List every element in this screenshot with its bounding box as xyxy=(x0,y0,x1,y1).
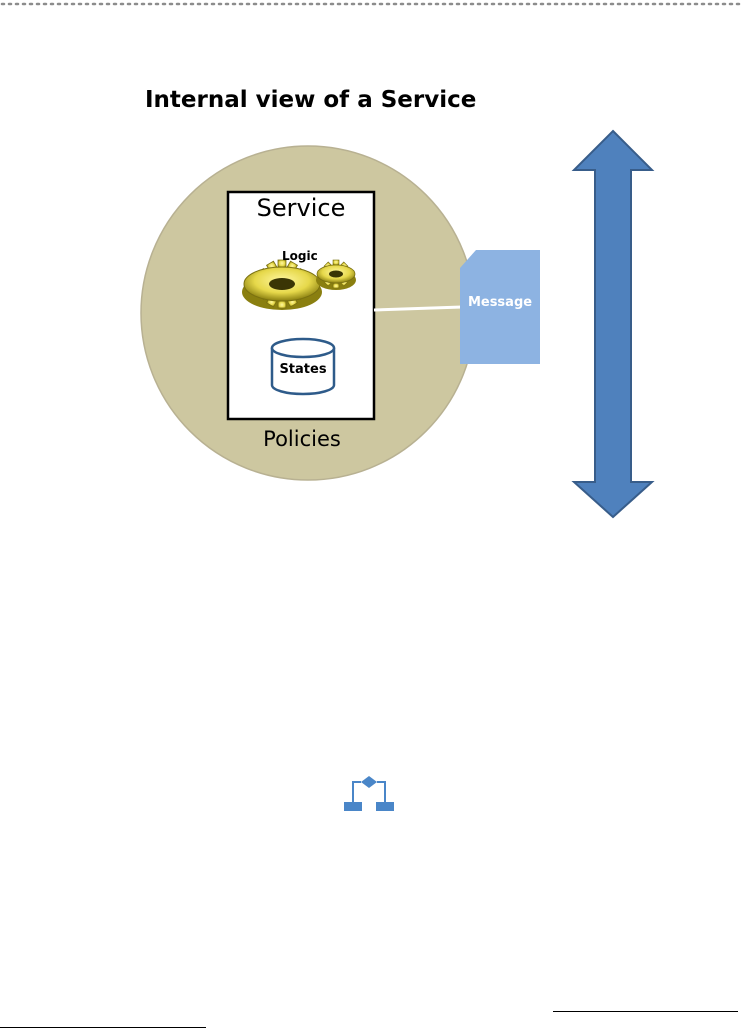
dotted-top-border xyxy=(0,2,744,6)
footnote-rule-right xyxy=(553,1011,738,1012)
message-label: Message xyxy=(467,295,533,310)
double-arrow xyxy=(571,129,655,519)
footnote-rule-left xyxy=(0,1027,206,1028)
flowchart-icon xyxy=(344,776,394,811)
logic-label: Logic xyxy=(282,249,318,263)
message-connector-line xyxy=(373,305,463,312)
diagram-title: Internal view of a Service xyxy=(145,87,477,113)
database-cylinder-icon xyxy=(270,337,336,396)
service-label: Service xyxy=(256,194,346,222)
small-gear-icon xyxy=(316,259,356,290)
states-label: States xyxy=(279,362,327,377)
policies-label: Policies xyxy=(263,427,341,451)
large-gear-icon xyxy=(242,259,322,310)
message-card xyxy=(460,250,540,364)
